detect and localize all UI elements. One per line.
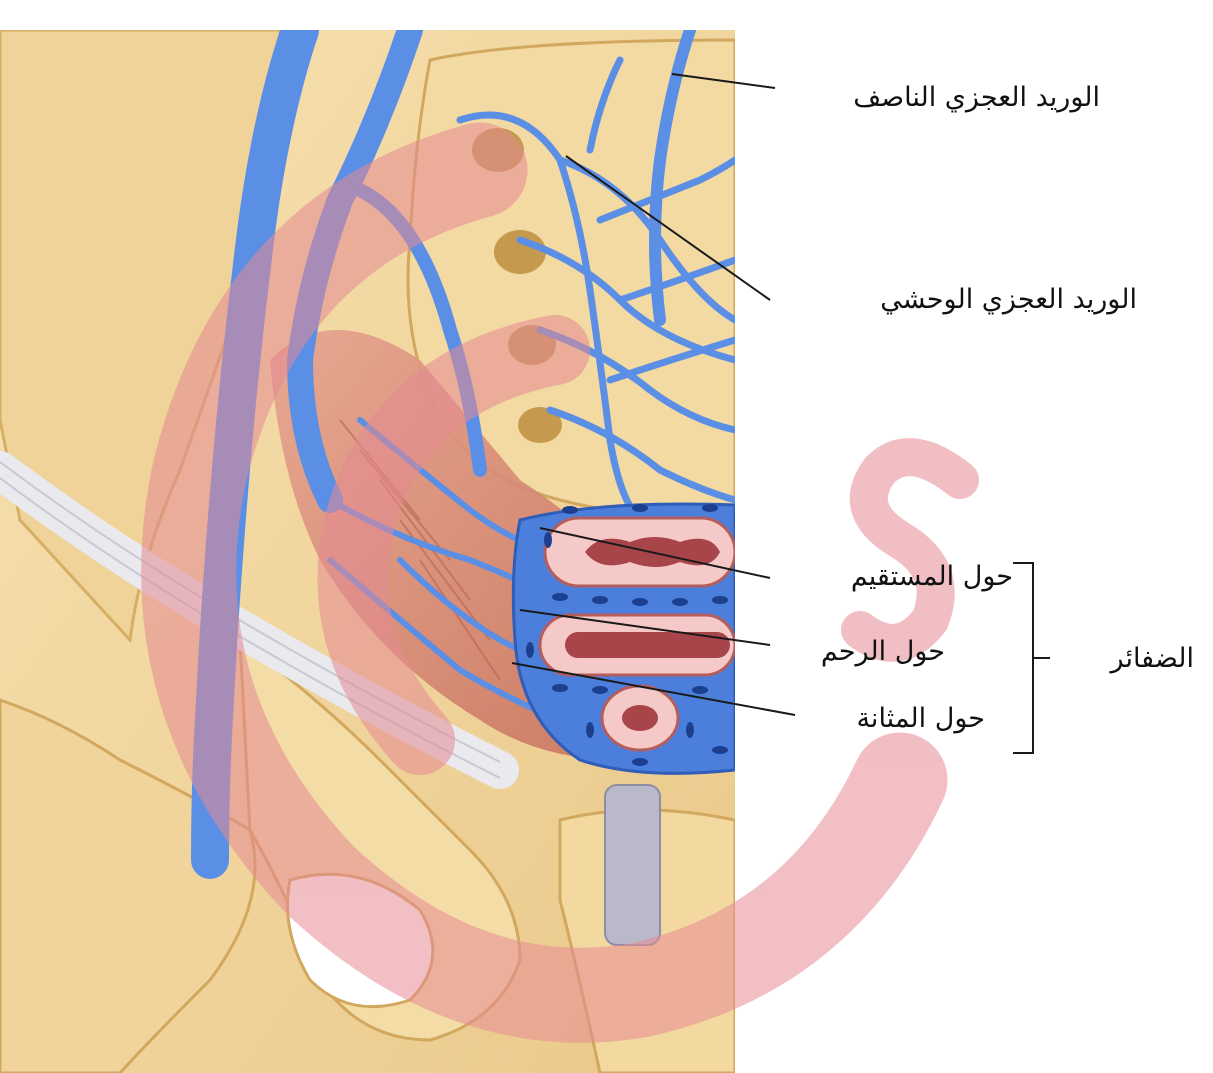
plexuses-label: الضفائر (1111, 645, 1194, 672)
perirectal-plexus-label: حول المستقيم (851, 563, 1013, 590)
bladder-lumen (622, 705, 658, 731)
perivesical-plexus-label: حول المثانة (856, 705, 985, 732)
periuterine-plexus-label: حول الرحم (821, 638, 945, 665)
median-sacral-vein-label: الوريد العجزي الناصف (853, 84, 1100, 111)
lateral-sacral-vein-label: الوريد العجزي الوحشي (880, 286, 1137, 313)
plexus-bracket (1013, 563, 1033, 753)
pubic-symphysis (605, 785, 660, 945)
